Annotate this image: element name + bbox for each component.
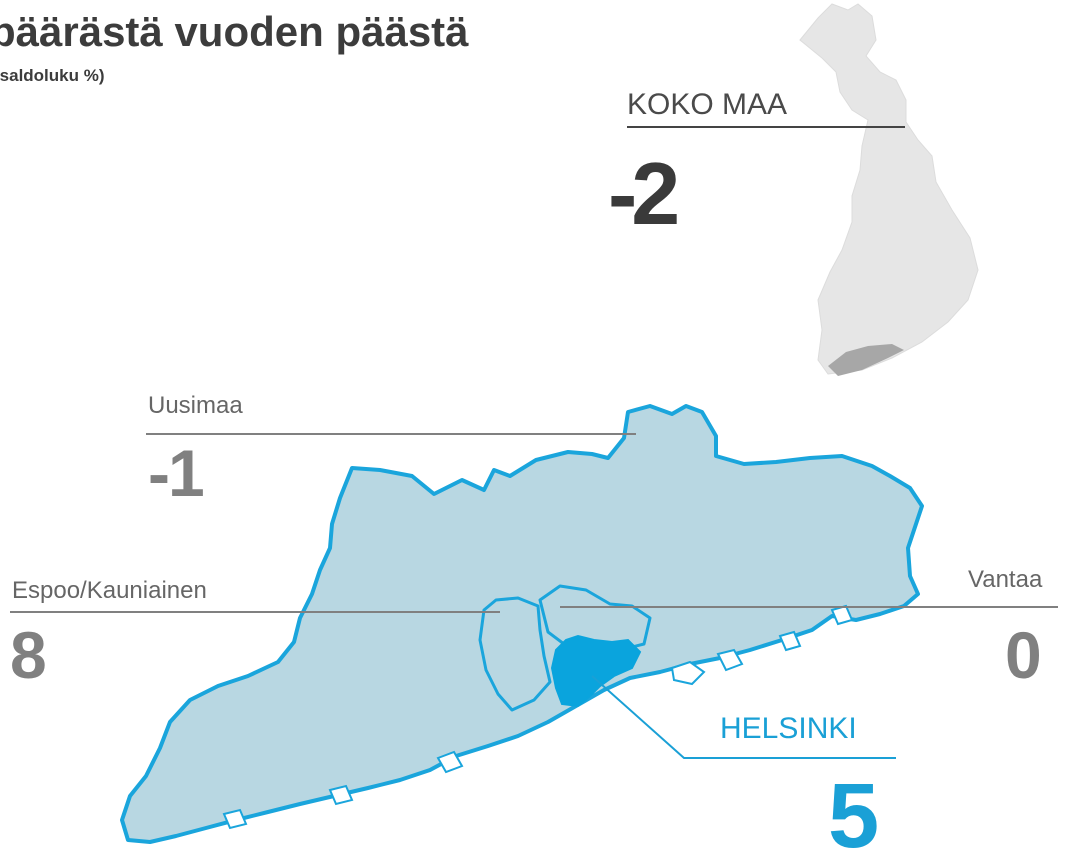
helsinki-label: HELSINKI: [720, 712, 857, 745]
map-title: päärästä vuoden päästä: [0, 8, 469, 55]
uusimaa-value: -1: [148, 436, 205, 510]
helsinki-region: [550, 634, 642, 708]
vantaa-label: Vantaa: [968, 566, 1043, 593]
koko-maa-value: -2: [608, 144, 680, 243]
helsinki-leader-line: [591, 675, 896, 759]
coastal-islands: [222, 604, 854, 830]
espoo-boundary: [478, 596, 552, 712]
espoo-value: 8: [10, 618, 47, 692]
uusimaa-label: Uusimaa: [148, 392, 243, 419]
koko-maa-label: KOKO MAA: [627, 88, 788, 121]
finland-uusimaa-highlight: [828, 344, 904, 376]
vantaa-boundary: [538, 584, 652, 652]
espoo-label: Espoo/Kauniainen: [12, 577, 207, 604]
uusimaa-region: [120, 404, 924, 844]
map-subtitle: (saldoluku %): [0, 66, 105, 85]
vantaa-value: 0: [1005, 618, 1042, 692]
helsinki-value: 5: [828, 765, 880, 867]
finland-shape: [799, 3, 979, 375]
